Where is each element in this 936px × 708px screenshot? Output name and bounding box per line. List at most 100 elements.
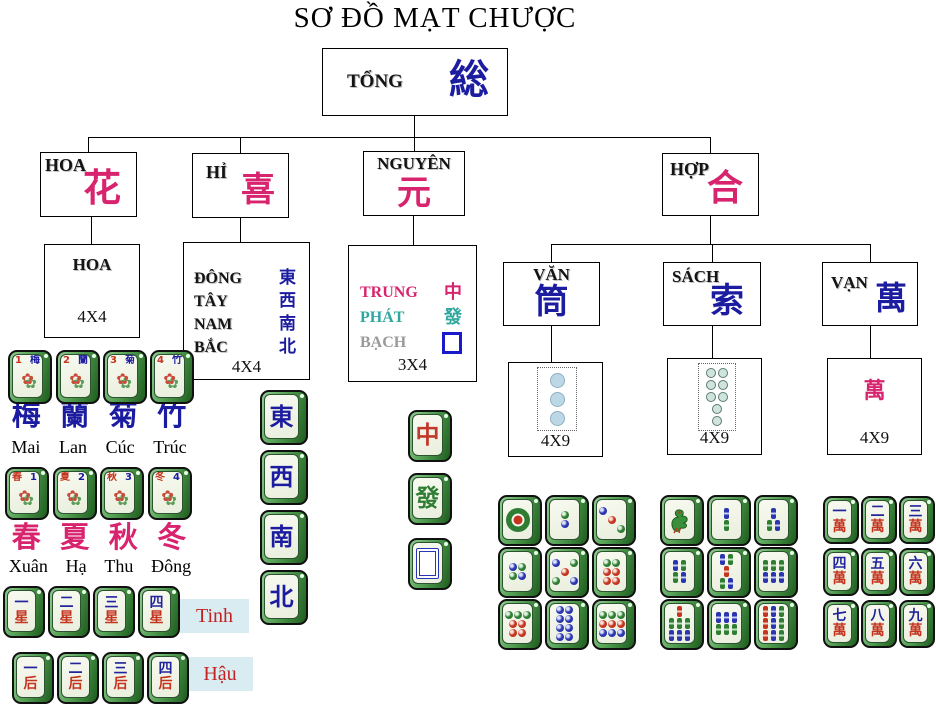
flower-vi: Mai bbox=[11, 437, 41, 457]
bar bbox=[724, 566, 729, 577]
dot bbox=[509, 572, 517, 580]
flower-icon: ✿ bbox=[163, 370, 176, 388]
tile-suffix: 萬 bbox=[908, 518, 923, 535]
dot bbox=[556, 624, 564, 632]
flower-cn: 菊 bbox=[108, 398, 138, 432]
box-wan: VẠN 萬 bbox=[822, 262, 918, 326]
dot bbox=[509, 563, 517, 571]
hoa-child-count: 4X4 bbox=[77, 307, 107, 326]
wind-char: 西 bbox=[269, 462, 294, 491]
van-cn-char: 筒 bbox=[534, 282, 569, 322]
wan-child-count: 4X9 bbox=[859, 428, 890, 447]
dragon-char: 發 bbox=[415, 484, 440, 512]
tile-face: 四萬 bbox=[827, 552, 852, 591]
tile-face: 西 bbox=[264, 454, 299, 499]
connector bbox=[413, 216, 414, 245]
tile-suffix: 萬 bbox=[870, 570, 885, 587]
dot bbox=[509, 619, 517, 628]
queen-tile-2: 二后 bbox=[57, 652, 99, 704]
tile-face bbox=[758, 499, 789, 540]
wan-cn-char: 萬 bbox=[874, 279, 907, 317]
pattern-row bbox=[556, 633, 574, 641]
dot bbox=[603, 558, 611, 567]
bar bbox=[685, 618, 690, 629]
bar bbox=[771, 630, 776, 641]
tinh-label: Tinh bbox=[180, 599, 249, 633]
pattern-row bbox=[509, 563, 527, 571]
season-vi: Thu bbox=[104, 556, 134, 576]
queen-tile-3: 三后 bbox=[102, 652, 144, 704]
pattern-row bbox=[598, 524, 625, 533]
spacer bbox=[561, 577, 569, 585]
pattern-row bbox=[598, 506, 625, 515]
dot bbox=[509, 628, 517, 637]
tile-face: 發 bbox=[412, 477, 443, 519]
dot-5-tile bbox=[545, 547, 589, 598]
bar bbox=[732, 612, 737, 623]
bamboo-7-tile bbox=[660, 599, 704, 650]
tile-face: 東 bbox=[264, 394, 299, 439]
flower-icon: ✿ bbox=[69, 370, 82, 388]
seasons-cn-row: 春 夏 秋 冬 bbox=[2, 522, 196, 553]
tile-face: 六萬 bbox=[903, 552, 928, 591]
box-hop: HỢP 合 bbox=[662, 153, 759, 216]
bar bbox=[779, 618, 784, 629]
tile-face: 北 bbox=[264, 574, 299, 619]
flower-cn: 蘭 bbox=[60, 398, 90, 432]
dot bbox=[513, 610, 522, 619]
dragons-row: PHÁT 發 bbox=[360, 305, 462, 330]
tile-number: 4 bbox=[157, 355, 164, 366]
dot-9-tile bbox=[592, 599, 636, 650]
dot-1-tile bbox=[498, 495, 542, 546]
connector bbox=[88, 137, 711, 138]
dot bbox=[607, 515, 616, 524]
season-cn: 春 bbox=[11, 520, 41, 554]
tile-suffix: 星 bbox=[149, 610, 164, 626]
bar bbox=[763, 606, 768, 617]
flower-icon: ✿ bbox=[113, 486, 126, 505]
tile-char: 梅 bbox=[30, 355, 40, 366]
wind-vi: NAM bbox=[194, 316, 233, 333]
bar bbox=[677, 606, 682, 617]
dragon-vi: BẠCH bbox=[360, 334, 407, 351]
dot bbox=[522, 610, 531, 619]
pattern-row bbox=[603, 567, 621, 576]
tile-face: 四后 bbox=[151, 656, 180, 698]
box-tong: TỔNG 総 bbox=[322, 48, 508, 116]
bar bbox=[779, 630, 784, 641]
season-vi: Xuân bbox=[8, 556, 48, 576]
flower-icon: ✿ bbox=[18, 486, 31, 505]
green-dragon-tile: 發 bbox=[408, 473, 452, 525]
bamboo-6-tile bbox=[754, 547, 798, 598]
bamboo-4-tile bbox=[660, 547, 704, 598]
pattern-row bbox=[505, 507, 530, 532]
season-cn: 秋 bbox=[108, 520, 138, 554]
bar bbox=[716, 612, 721, 623]
tile-number: 七 bbox=[832, 607, 847, 624]
hi-cn-char: 喜 bbox=[241, 170, 275, 210]
pattern-row bbox=[603, 558, 621, 567]
dragons-count: 3X4 bbox=[397, 355, 428, 374]
box-hoa: HOA 花 bbox=[40, 152, 137, 217]
tile-number: 一 bbox=[832, 503, 847, 520]
wan-tile-3: 三萬 bbox=[899, 496, 935, 544]
tile-face bbox=[502, 551, 533, 592]
pattern-row bbox=[766, 520, 782, 531]
tile-number: 八 bbox=[870, 607, 885, 624]
tile-face: 三星 bbox=[97, 590, 126, 632]
pattern-row bbox=[598, 610, 625, 619]
pattern-row bbox=[672, 560, 688, 571]
wind-char: 北 bbox=[269, 582, 294, 611]
dot bbox=[560, 511, 569, 519]
white-dragon-icon bbox=[442, 331, 462, 354]
connector bbox=[712, 326, 713, 358]
tile-char: 菊 bbox=[125, 355, 135, 366]
tile-suffix: 星 bbox=[104, 610, 119, 626]
